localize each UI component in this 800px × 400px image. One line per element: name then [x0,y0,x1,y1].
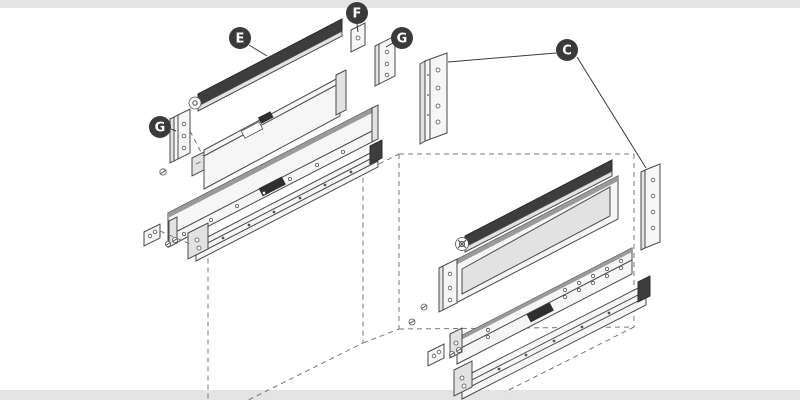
design-insert-panel-left [191,69,347,190]
railing-bracket-upper [374,35,396,87]
rail-lower-dots [497,311,611,371]
side-member-holes [181,149,345,236]
callout-G-left-label: G [155,121,166,136]
slide-rail-left [187,139,383,262]
callout-G-upper-label: G [397,32,408,47]
callout-G-left-badge: G [149,116,171,138]
callout-F-label: F [353,7,362,22]
slide-rail-left-dots [221,170,353,240]
bottom-page-edge [0,390,800,400]
top-page-edge [0,0,800,8]
slide-rail-right-lower [453,275,651,400]
connector-bracket-left [169,108,204,164]
callout-G-upper-badge: G [391,27,413,49]
callout-leader-lines [170,23,647,169]
rail-upper-holes [485,258,624,340]
slide-rail-right-upper [449,247,633,365]
drawer-side-panel-right [420,175,619,313]
callout-F-badge: F [346,2,368,24]
rear-fixing-bracket-right [640,163,661,251]
mounting-clip-right [408,318,462,367]
mounting-clip-left [143,223,191,247]
callout-C-badge: C [556,39,578,61]
callout-C-label: C [562,44,572,59]
callout-E-label: E [236,32,245,47]
drawer-side-member-left [167,104,379,248]
rear-fixing-bracket-top [419,52,448,145]
gallery-railing-right [455,159,613,253]
insert-panel-screw [159,168,167,176]
gallery-railing-left [188,18,343,112]
callout-E-badge: E [229,27,251,49]
railing-connector-part [350,22,366,53]
